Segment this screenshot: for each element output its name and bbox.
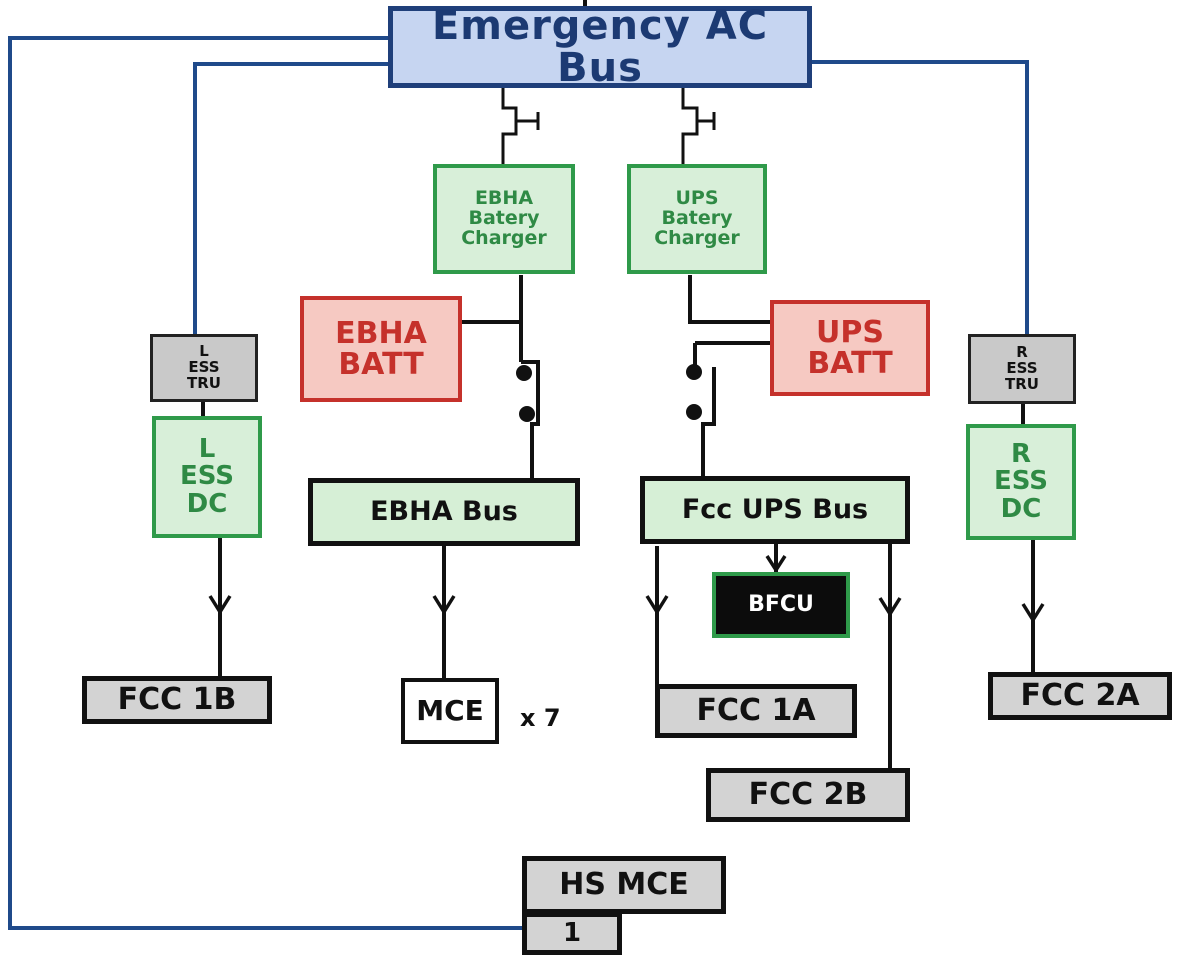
black-wiring bbox=[201, 275, 1035, 768]
l-ess-dc: L ESS DC bbox=[152, 416, 262, 538]
fcc-2a: FCC 2A bbox=[988, 672, 1172, 720]
ebha-battery: EBHA BATT bbox=[300, 296, 462, 402]
ebha-charger-breaker bbox=[501, 88, 540, 164]
ebha-battery-charger: EBHA Batery Charger bbox=[433, 164, 575, 274]
arrow-fcc1b bbox=[208, 595, 232, 616]
bfcu-label: BFCU bbox=[748, 592, 814, 618]
fcc-ups-bus-label: Fcc UPS Bus bbox=[681, 493, 869, 525]
feeder-to-hs-mce bbox=[8, 36, 522, 930]
mce: MCE bbox=[401, 678, 499, 744]
emergency-ac-bus-label: Emergency AC Bus bbox=[431, 3, 769, 91]
emergency-ac-bus: Emergency AC Bus bbox=[388, 3, 812, 91]
hs-mce: HS MCE bbox=[522, 856, 726, 914]
r-ess-tru-line-1: R bbox=[1016, 343, 1028, 362]
mce-multiplier: x 7 bbox=[520, 704, 561, 732]
hs-mce-index-label: 1 bbox=[562, 917, 582, 948]
mce-label: MCE bbox=[416, 694, 484, 728]
l-ess-tru-line-2: ESS bbox=[188, 358, 220, 377]
l-ess-tru-line-3: TRU bbox=[187, 373, 221, 392]
fcc-1b-label: FCC 1B bbox=[117, 682, 237, 718]
ebha-charger-to-bus bbox=[462, 275, 540, 478]
l-ess-dc-line-2: ESS bbox=[179, 461, 235, 492]
ebha-charger-line-2: Batery bbox=[468, 207, 540, 230]
feeder-to-l-ess-tru bbox=[193, 62, 392, 334]
switch-contacts bbox=[516, 364, 702, 422]
arrow-mce bbox=[432, 595, 456, 616]
ebha-batt-line-2: BATT bbox=[338, 347, 424, 382]
l-ess-dc-line-1: L bbox=[198, 434, 216, 465]
ups-battery-charger: UPS Batery Charger bbox=[627, 164, 767, 274]
r-ess-dc: R ESS DC bbox=[966, 424, 1076, 540]
fcc-ups-bus: Fcc UPS Bus bbox=[640, 476, 910, 544]
bfcu: BFCU bbox=[712, 572, 850, 638]
ups-batt-line-1: UPS bbox=[816, 314, 884, 350]
ups-charger-breaker bbox=[681, 88, 716, 164]
arrow-bfcu bbox=[765, 555, 787, 574]
r-ess-dc-line-3: DC bbox=[1000, 493, 1042, 524]
ebha-bus: EBHA Bus bbox=[308, 478, 580, 546]
ebha-batt-line-1: EBHA bbox=[335, 315, 427, 351]
fcc-1b: FCC 1B bbox=[82, 676, 272, 724]
blue-feeders bbox=[8, 36, 1029, 930]
r-ess-tru: R ESS TRU bbox=[968, 334, 1076, 404]
r-ess-tru-line-3: TRU bbox=[1005, 374, 1039, 393]
fcc-1a: FCC 1A bbox=[655, 684, 857, 738]
hs-mce-label: HS MCE bbox=[559, 867, 689, 903]
arrow-fcc2b bbox=[878, 597, 902, 618]
ups-charger-line-1: UPS bbox=[675, 187, 719, 210]
ebha-charger-line-1: EBHA bbox=[474, 187, 534, 210]
arrow-fcc2a bbox=[1021, 603, 1045, 624]
r-ess-dc-line-2: ESS bbox=[993, 466, 1049, 497]
ebha-bus-label: EBHA Bus bbox=[370, 495, 518, 527]
fcc-2b-label: FCC 2B bbox=[748, 777, 868, 813]
fcc-2a-label: FCC 2A bbox=[1020, 678, 1140, 714]
ebha-charger-line-3: Charger bbox=[461, 226, 547, 249]
feeder-to-r-ess-tru bbox=[808, 60, 1029, 334]
l-ess-tru-line-1: L bbox=[199, 342, 209, 361]
l-ess-tru: L ESS TRU bbox=[150, 334, 258, 402]
l-ess-dc-line-3: DC bbox=[186, 488, 228, 519]
ups-battery: UPS BATT bbox=[770, 300, 930, 396]
arrow-heads bbox=[208, 555, 1045, 624]
r-ess-dc-line-1: R bbox=[1010, 439, 1032, 470]
fcc-1a-label: FCC 1A bbox=[696, 693, 816, 729]
ups-charger-to-bus bbox=[688, 275, 770, 476]
ups-charger-line-3: Charger bbox=[654, 226, 740, 249]
arrow-fcc1a bbox=[645, 595, 669, 616]
fcc-2b: FCC 2B bbox=[706, 768, 910, 822]
r-ess-tru-line-2: ESS bbox=[1006, 359, 1038, 378]
ups-batt-line-2: BATT bbox=[807, 346, 893, 381]
ups-charger-line-2: Batery bbox=[661, 207, 733, 230]
hs-mce-index: 1 bbox=[522, 912, 622, 955]
